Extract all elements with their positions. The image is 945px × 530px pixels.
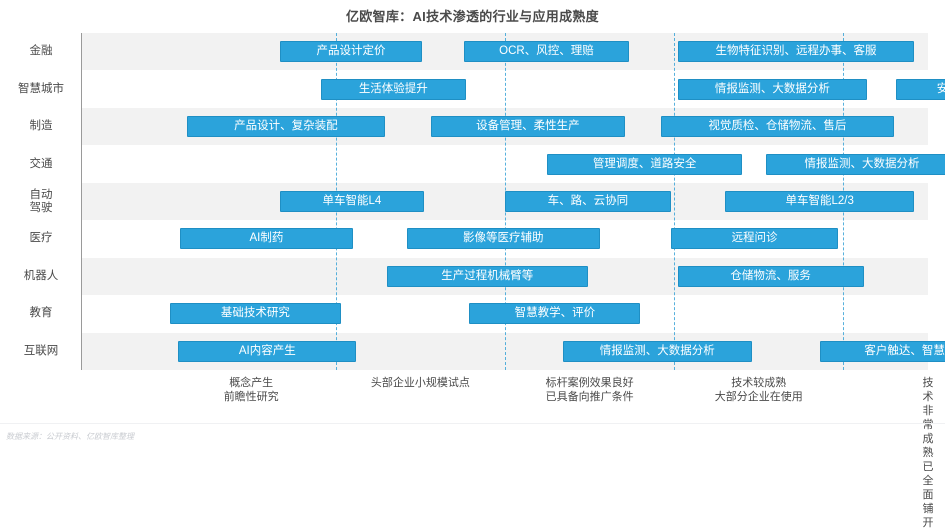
x-axis-stage-label-1: 概念产生前瞻性研究 <box>223 377 279 403</box>
chart-gridline <box>674 33 676 370</box>
chart-bar[interactable]: 视觉质检、仓储物流、售后 <box>660 116 895 138</box>
chart-bar[interactable]: 情报监测、大数据分析 <box>677 78 868 100</box>
chart-bar[interactable]: 安防 <box>895 78 945 100</box>
chart-bar[interactable]: AI内容产生 <box>178 340 357 362</box>
chart-bar[interactable]: 影像等医疗辅助 <box>406 228 600 250</box>
y-axis-label-1: 智慧城市 <box>18 82 64 95</box>
y-axis-label-4: 自动驾驶 <box>29 188 53 214</box>
data-source-note: 数据来源：公开资料、亿欧智库整理 <box>6 432 134 441</box>
chart-bar[interactable]: 远程问诊 <box>670 228 839 250</box>
chart-bar[interactable]: 单车智能L2/3 <box>724 191 915 212</box>
chart-bar[interactable]: 情报监测、大数据分析 <box>562 340 753 362</box>
y-axis-label-6: 机器人 <box>23 269 59 282</box>
chart-bar[interactable]: AI制药 <box>180 228 353 250</box>
chart-bar[interactable]: 生活体验提升 <box>320 78 467 100</box>
x-axis-stage-label-5: 技术非常成熟已全面铺开 <box>922 377 934 529</box>
chart-bar[interactable]: 设备管理、柔性生产 <box>430 116 626 138</box>
x-axis-stage-labels: 概念产生前瞻性研究 头部企业小规模试点 标杆案例效果良好已具备向推广条件 技术较成熟大… <box>82 376 934 529</box>
y-axis-line <box>81 33 82 370</box>
y-axis-label-8: 互联网 <box>23 344 59 357</box>
y-axis-label-5: 医疗 <box>29 232 53 245</box>
y-axis-label-7: 教育 <box>29 307 53 320</box>
x-axis-stage-label-2: 头部企业小规模试点 <box>370 377 470 389</box>
x-axis-stage-label-4: 技术较成熟大部分企业在使用 <box>714 377 803 403</box>
page-title: 亿欧智库：AI技术渗透的行业与应用成熟度 <box>345 9 599 24</box>
y-axis-labels: 金融智慧城市制造交通自动驾驶医疗机器人教育互联网 <box>0 33 78 370</box>
chart-bar[interactable]: 情报监测、大数据分析 <box>765 153 945 175</box>
chart-bar[interactable]: 产品设计、复杂装配 <box>186 116 385 138</box>
chart-bar[interactable]: 管理调度、道路安全 <box>547 153 742 175</box>
y-axis-label-0: 金融 <box>29 45 53 58</box>
chart-bar[interactable]: 智慧教学、评价 <box>469 303 641 325</box>
x-axis-stage-label-3: 标杆案例效果良好已具备向推广条件 <box>545 377 634 403</box>
chart-bar[interactable]: OCR、风控、理赔 <box>464 41 629 63</box>
chart-bar[interactable]: 基础技术研究 <box>169 303 341 325</box>
chart-bar[interactable]: 客户触达、智慧营销 <box>819 340 945 362</box>
footer-divider <box>0 423 945 424</box>
chart-bar[interactable]: 车、路、云协同 <box>505 191 671 212</box>
y-axis-label-3: 交通 <box>29 157 53 170</box>
chart-bar[interactable]: 产品设计定价 <box>279 41 423 63</box>
chart-bar[interactable]: 生物特征识别、远程办事、客服 <box>677 41 915 63</box>
chart-bar[interactable]: 仓储物流、服务 <box>677 265 864 287</box>
y-axis-label-2: 制造 <box>29 120 53 133</box>
chart-bar[interactable]: 单车智能L4 <box>279 191 424 212</box>
chart-bar[interactable]: 生产过程机械臂等 <box>386 265 588 287</box>
